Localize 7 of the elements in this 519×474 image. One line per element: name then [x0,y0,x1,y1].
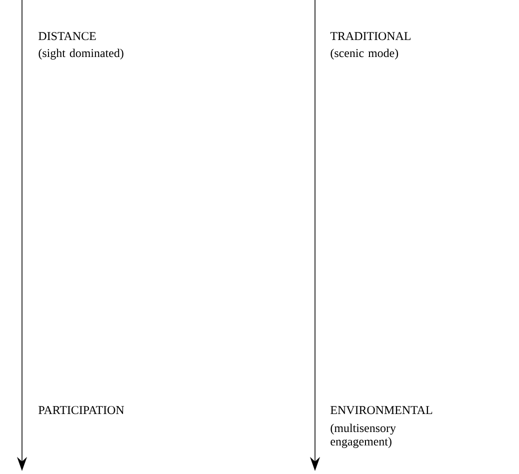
label: (scenic mode) [330,48,398,60]
label: ENVIRONMENTAL [330,406,432,414]
label: (sight dominated) [38,48,124,60]
label: DISTANCE [38,32,96,40]
label: TRADITIONAL [330,32,410,40]
label: PARTICIPATION [38,406,124,414]
label: (multisensory engagement) [330,424,396,448]
